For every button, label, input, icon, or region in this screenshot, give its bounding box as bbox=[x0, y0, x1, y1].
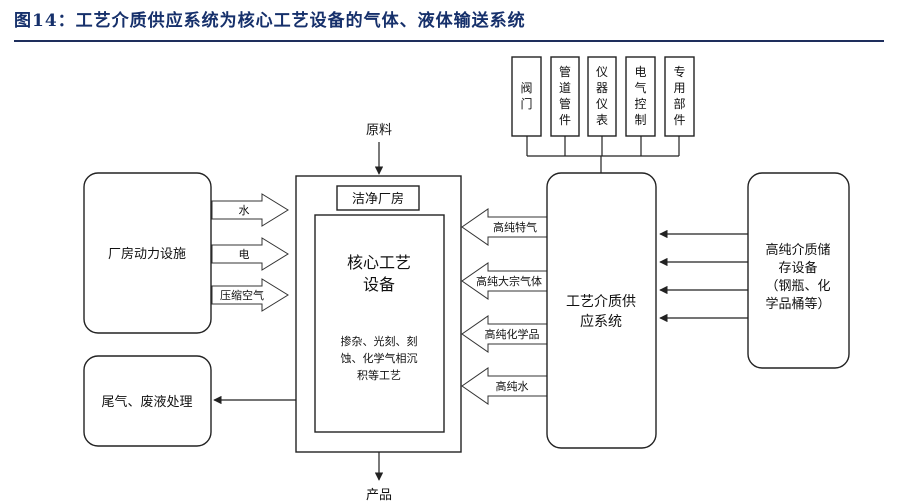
component-box bbox=[664, 56, 695, 137]
component-box bbox=[625, 56, 656, 137]
supply-label: 高纯水 bbox=[496, 379, 529, 393]
feed-label: 电 bbox=[239, 248, 250, 261]
supply-label: 高纯特气 bbox=[493, 220, 537, 234]
supply-arrow-bulk-gas: 高纯大宗气体 bbox=[461, 262, 548, 300]
supply-arrow-specialty-gas: 高纯特气 bbox=[461, 208, 548, 246]
facility-box bbox=[83, 172, 212, 334]
feed-label: 水 bbox=[239, 204, 250, 217]
supply-label: 高纯化学品 bbox=[485, 327, 540, 341]
process-line: 掺杂、光刻、刻 bbox=[341, 334, 418, 348]
clean-room-label-box bbox=[336, 185, 420, 211]
title-rule bbox=[14, 40, 884, 42]
component-label: 阀门 bbox=[520, 81, 532, 111]
exhaust-label: 尾气、废液处理 bbox=[101, 394, 192, 410]
storage-line: 存设备 bbox=[778, 260, 817, 276]
component-boxes: 阀门 管道管件 仪器仪表 电气控制 专用部件 bbox=[511, 56, 695, 137]
supply-system-line2: 应系统 bbox=[580, 313, 622, 330]
feed-arrow-electric: 电 bbox=[211, 237, 289, 271]
output-label: 产品 bbox=[366, 488, 392, 503]
supply-arrow-chemicals: 高纯化学品 bbox=[461, 315, 548, 353]
figure-title: 图14：工艺介质供应系统为核心工艺设备的气体、液体输送系统 bbox=[14, 11, 526, 31]
component-label: 专用部件 bbox=[673, 64, 685, 127]
supply-arrow-water: 高纯水 bbox=[461, 367, 548, 405]
feed-arrow-water: 水 bbox=[211, 193, 289, 227]
storage-line: 高纯介质储 bbox=[765, 242, 830, 258]
component-box bbox=[550, 56, 580, 137]
facility-label: 厂房动力设施 bbox=[108, 246, 186, 262]
feed-arrow-air: 压缩空气 bbox=[211, 278, 289, 312]
process-line: 积等工艺 bbox=[357, 368, 401, 382]
storage-line: 学品桶等） bbox=[765, 296, 830, 312]
storage-box bbox=[747, 172, 850, 369]
supply-system-line1: 工艺介质供 bbox=[566, 294, 636, 310]
component-connectors bbox=[526, 136, 680, 173]
storage-line: （钢瓶、化 bbox=[765, 279, 830, 294]
input-label: 原料 bbox=[366, 123, 392, 138]
component-box bbox=[587, 56, 617, 137]
supply-label: 高纯大宗气体 bbox=[476, 274, 542, 288]
core-equipment-box bbox=[314, 214, 445, 433]
core-title-line2: 设备 bbox=[363, 275, 395, 294]
feed-label: 压缩空气 bbox=[220, 288, 264, 302]
component-box bbox=[511, 56, 542, 137]
supply-system-box bbox=[546, 172, 657, 449]
exhaust-box bbox=[83, 355, 212, 447]
process-line: 蚀、化学气相沉 bbox=[341, 351, 418, 365]
clean-room-label: 洁净厂房 bbox=[352, 191, 404, 207]
component-label: 仪器仪表 bbox=[596, 65, 608, 127]
component-label: 电气控制 bbox=[634, 65, 646, 127]
core-title-line1: 核心工艺 bbox=[347, 253, 411, 272]
component-label: 管道管件 bbox=[559, 64, 571, 127]
